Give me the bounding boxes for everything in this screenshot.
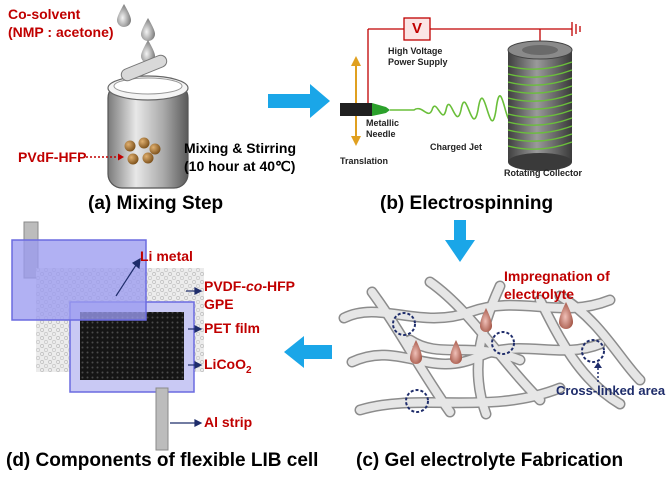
arrow-a-to-b xyxy=(268,84,330,118)
caption-d: (d) Components of flexible LIB cell xyxy=(6,450,319,471)
metallic-needle xyxy=(340,103,390,116)
crosslink-pointer xyxy=(594,362,602,382)
electrolyte-drops xyxy=(410,302,573,364)
gpe-label-part3: -HFP xyxy=(262,278,296,294)
translation-arrow xyxy=(351,56,361,146)
cosolvent-label-line2: (NMP : acetone) xyxy=(8,24,114,40)
gpe-label-line1: PVDF-co-HFP xyxy=(204,278,295,294)
needle-label-line1: Metallic xyxy=(366,118,400,128)
gpe-label-line2: GPE xyxy=(204,296,234,312)
needle-label-line2: Needle xyxy=(366,129,396,139)
impregnation-label-line2: electrolyte xyxy=(504,286,575,302)
li-metal-label: Li metal xyxy=(140,248,193,264)
caption-b: (b) Electrospinning xyxy=(380,193,554,214)
licoo2-label-subscript: 2 xyxy=(246,364,252,376)
charged-jet xyxy=(390,95,515,122)
licoo2-label: LiCoO2 xyxy=(204,356,252,376)
pvdf-beads xyxy=(124,137,161,165)
arrow-c-to-d xyxy=(284,336,332,368)
voltage-symbol: V xyxy=(412,20,423,37)
pet-film-label: PET film xyxy=(204,320,261,336)
charged-jet-label: Charged Jet xyxy=(430,142,483,152)
arrow-b-to-c xyxy=(445,220,475,262)
power-supply-label-line1: High Voltage xyxy=(388,46,443,56)
rotating-collector-label: Rotating Collector xyxy=(504,168,582,178)
al-strip-label: Al strip xyxy=(204,414,253,430)
caption-c: (c) Gel electrolyte Fabrication xyxy=(356,450,624,471)
ground-symbol xyxy=(571,22,581,36)
mixing-process-label-line2: (10 hour at 40℃) xyxy=(184,158,296,174)
power-supply-label-line2: Power Supply xyxy=(388,57,448,67)
rotating-collector xyxy=(507,40,573,171)
cosolvent-label-line1: Co-solvent xyxy=(8,6,81,22)
gpe-label-part1: PVDF- xyxy=(204,278,246,294)
impregnation-label-line1: Impregnation of xyxy=(504,268,610,284)
panel-d-leader-lines xyxy=(115,257,203,427)
lib-cell xyxy=(11,221,204,451)
caption-a: (a) Mixing Step xyxy=(88,193,224,214)
solvent-drops xyxy=(117,4,155,63)
crosslinked-area-label: Cross-linked area xyxy=(556,383,666,398)
mixing-jar xyxy=(107,54,189,189)
mixing-process-label-line1: Mixing & Stirring xyxy=(184,140,296,156)
crosslink-circles xyxy=(392,312,605,413)
power-supply-wiring xyxy=(367,28,572,108)
pvdf-dotted-arrow xyxy=(86,153,124,161)
voltage-box xyxy=(403,17,431,41)
translation-label: Translation xyxy=(340,156,389,166)
licoo2-label-text: LiCoO xyxy=(204,356,246,372)
pvdf-hfp-label: PVdF-HFP xyxy=(18,149,87,165)
gpe-label-part2: co xyxy=(246,278,263,294)
